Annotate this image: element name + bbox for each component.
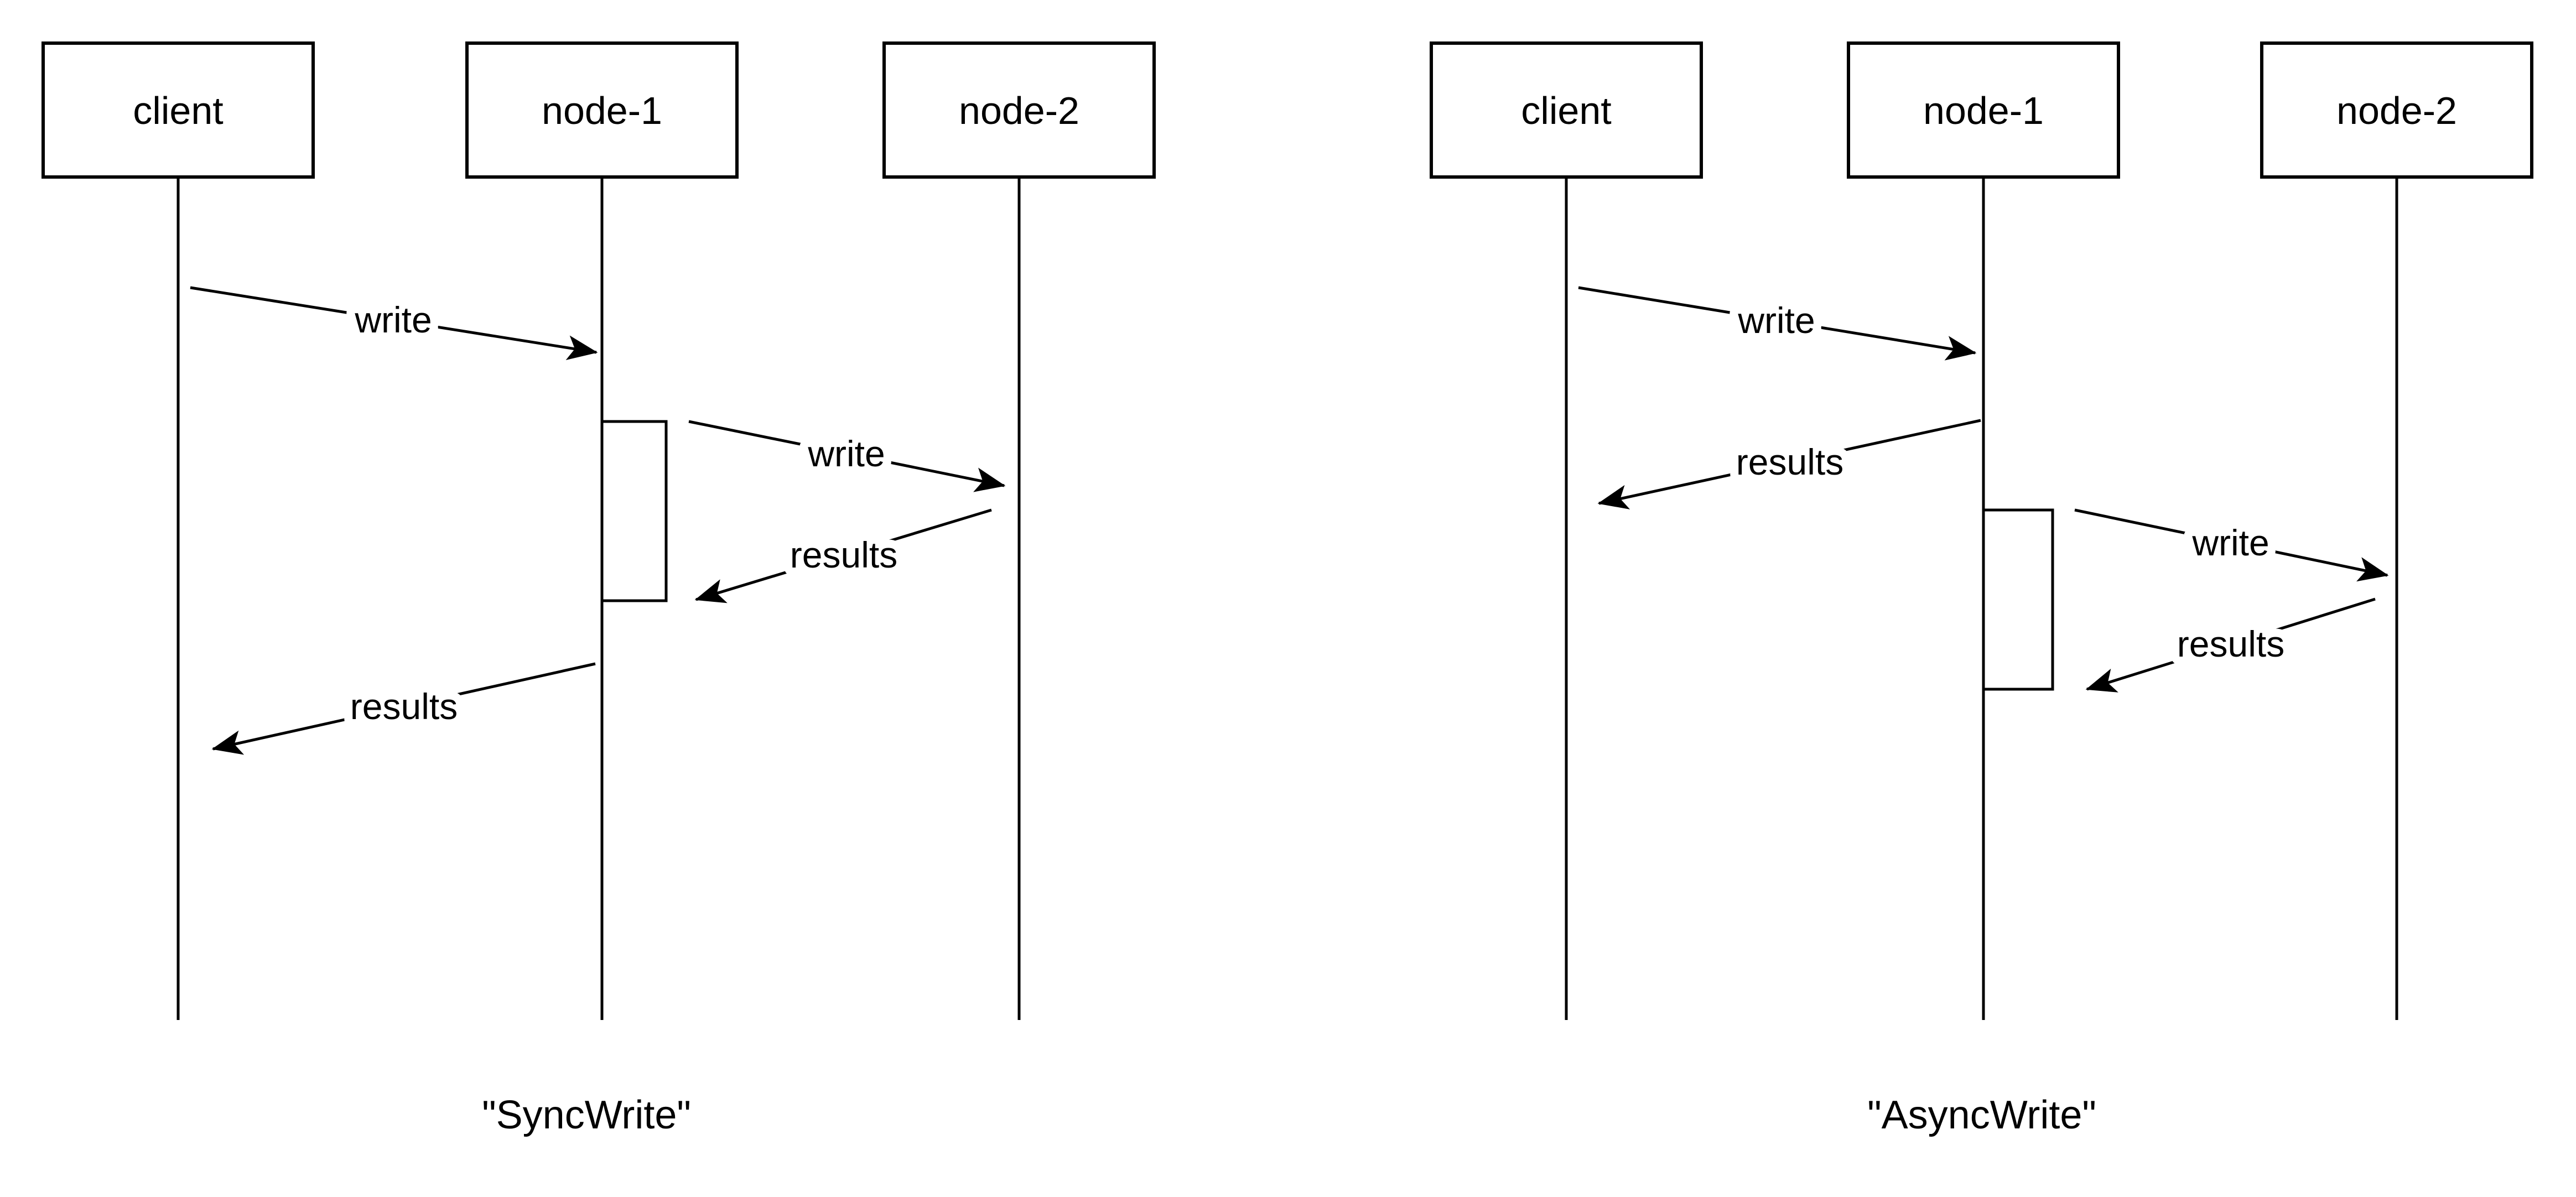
message-arrow-results bbox=[1597, 419, 1981, 509]
diagram-caption: "AsyncWrite" bbox=[1867, 1093, 2096, 1137]
diagram-caption: "SyncWrite" bbox=[482, 1093, 691, 1137]
message-label: results bbox=[2177, 623, 2284, 664]
actor-box-node-1 bbox=[1847, 41, 2120, 179]
actor-box-node-1 bbox=[465, 41, 739, 179]
message-arrow-write bbox=[1578, 286, 1977, 361]
message-arrow-write bbox=[688, 420, 1006, 492]
actor-label: node-2 bbox=[959, 89, 1079, 132]
message-arrow-results bbox=[211, 662, 596, 755]
actor-box-node-2 bbox=[882, 41, 1156, 179]
message-label: results bbox=[790, 534, 897, 575]
actor-box-node-2 bbox=[2260, 41, 2533, 179]
actor-box-client bbox=[1430, 41, 1703, 179]
message-label: write bbox=[354, 299, 432, 340]
diagram-sync-write: client node-1 node-2 write write results… bbox=[41, 41, 1156, 1137]
message-label: write bbox=[1737, 300, 1815, 341]
message-arrow-write bbox=[2074, 508, 2389, 582]
diagram-async-write: client node-1 node-2 write results write… bbox=[1430, 41, 2533, 1137]
message-label: write bbox=[2191, 522, 2269, 563]
message-arrow-results bbox=[2085, 597, 2376, 693]
actor-label: node-2 bbox=[2336, 89, 2457, 132]
message-arrow-write bbox=[190, 286, 598, 360]
actor-box-client bbox=[41, 41, 315, 179]
message-label: results bbox=[350, 686, 458, 727]
message-label: write bbox=[807, 433, 885, 474]
actor-label: node-1 bbox=[1923, 89, 2044, 132]
message-label: results bbox=[1736, 441, 1843, 482]
actor-label: node-1 bbox=[542, 89, 662, 132]
activation-box-node-1 bbox=[603, 420, 668, 602]
actor-label: client bbox=[1521, 89, 1611, 132]
message-arrow-results bbox=[694, 508, 992, 603]
activation-box-node-1 bbox=[1985, 508, 2054, 691]
actor-label: client bbox=[133, 89, 223, 132]
